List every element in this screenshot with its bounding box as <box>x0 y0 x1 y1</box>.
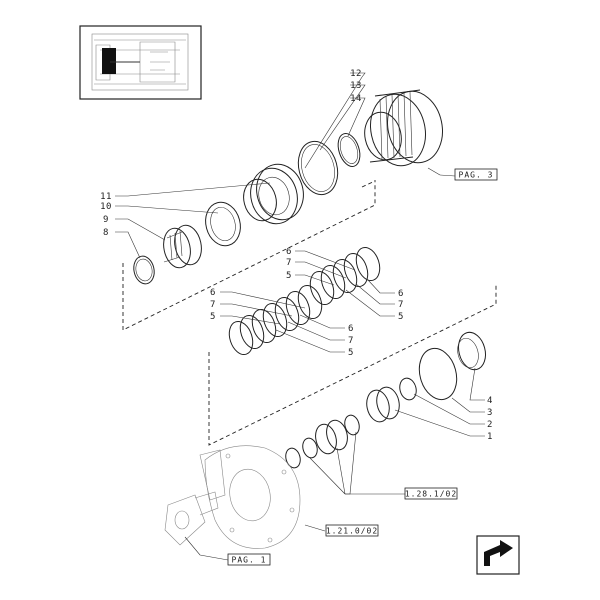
label-6d: 6 <box>348 324 354 334</box>
assembly-thumbnail <box>79 25 202 100</box>
part-ring-2 <box>399 377 417 401</box>
part-housing-cover <box>199 445 301 549</box>
part-number-labels: 12 13 14 11 10 9 8 6 7 5 6 7 5 6 7 5 6 7… <box>100 69 493 442</box>
part-bearing-1 <box>366 386 400 423</box>
ref-box-pag-1[interactable]: PAG. 1 <box>227 553 271 566</box>
part-snap-ring-14 <box>337 133 361 167</box>
part-snap-ring-8 <box>133 255 155 285</box>
label-6c: 6 <box>210 288 216 298</box>
label-5d: 5 <box>348 348 354 358</box>
label-1: 1 <box>487 432 493 442</box>
ref-box-pag-3[interactable]: PAG. 3 <box>454 168 498 181</box>
label-12: 12 <box>350 69 362 79</box>
label-3: 3 <box>487 408 493 418</box>
label-5b: 5 <box>398 312 404 322</box>
part-piston-12 <box>243 163 304 225</box>
ref-box-1-21-0-02[interactable]: 1.21.0/02 <box>325 524 379 537</box>
clutch-disc-stack-lower <box>228 284 323 356</box>
label-7a: 7 <box>286 258 292 268</box>
label-6b: 6 <box>398 289 404 299</box>
label-8: 8 <box>103 228 109 238</box>
label-13: 13 <box>350 81 362 91</box>
label-10: 10 <box>100 202 112 212</box>
clutch-disc-stack-upper <box>309 246 381 306</box>
ref-box-1-28-1-02[interactable]: 1.28.1/02 <box>404 487 458 500</box>
part-flange <box>164 491 219 546</box>
label-9: 9 <box>103 215 109 225</box>
leader-lines <box>115 72 485 561</box>
label-7b: 7 <box>398 300 404 310</box>
label-5a: 5 <box>286 271 292 281</box>
part-hub-9 <box>163 224 202 269</box>
label-14: 14 <box>350 94 362 104</box>
label-7d: 7 <box>348 336 354 346</box>
subassembly-dashed-outline <box>122 180 497 446</box>
part-drum-large <box>364 89 443 167</box>
part-bearing-group <box>285 414 360 469</box>
ref-pag-1-text: PAG. 1 <box>232 556 267 565</box>
next-page-arrow-icon[interactable] <box>476 535 520 575</box>
ref-1-21-0-02-text: 1.21.0/02 <box>326 527 378 536</box>
label-2: 2 <box>487 420 493 430</box>
part-gear-4 <box>457 331 486 371</box>
label-11: 11 <box>100 192 112 202</box>
label-4: 4 <box>487 396 493 406</box>
part-plate-13 <box>297 140 339 196</box>
ref-1-28-1-02-text: 1.28.1/02 <box>405 490 457 499</box>
part-snap-ring-3 <box>418 347 458 401</box>
label-7c: 7 <box>210 300 216 310</box>
label-6a: 6 <box>286 247 292 257</box>
ref-pag-3-text: PAG. 3 <box>459 171 494 180</box>
label-5c: 5 <box>210 312 216 322</box>
part-ring-10-11 <box>205 201 241 247</box>
